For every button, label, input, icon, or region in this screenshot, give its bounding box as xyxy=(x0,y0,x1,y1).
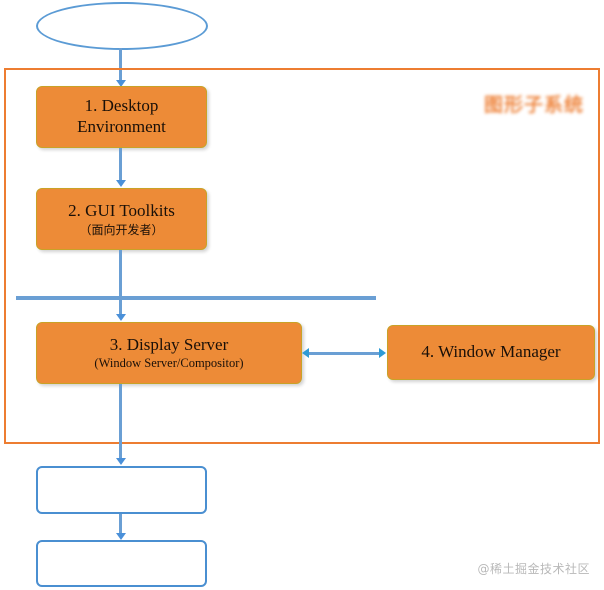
watermark: @稀土掘金技术社区 xyxy=(477,562,590,576)
top-ellipse-node[interactable] xyxy=(36,2,208,50)
layer-separator-line xyxy=(16,296,376,300)
node-display-server[interactable]: 3. Display Server (Window Server/Composi… xyxy=(36,322,302,384)
arrowhead-down-to-hardware xyxy=(116,533,126,540)
arrowhead-down-to-kernel xyxy=(116,458,126,465)
graphics-subsystem-label: 图形子系统 xyxy=(483,94,584,116)
arrowhead-down-to-desktop xyxy=(116,80,126,87)
connector-desktop-to-toolkits xyxy=(119,148,122,182)
node-desktop-environment-line1: 1. Desktop xyxy=(84,96,159,116)
graphics-subsystem-region: 图形子系统 xyxy=(4,68,600,444)
node-gui-toolkits-line1: 2. GUI Toolkits xyxy=(68,200,175,220)
node-window-manager-line1: 4. Window Manager xyxy=(421,342,561,362)
node-kernel[interactable] xyxy=(36,466,207,514)
arrowhead-right-to-window-manager xyxy=(379,348,386,358)
node-window-manager[interactable]: 4. Window Manager xyxy=(387,325,595,380)
node-display-server-line2: (Window Server/Compositor) xyxy=(94,356,244,371)
arrowhead-down-to-display-server xyxy=(116,314,126,321)
connector-toolkits-to-display-server xyxy=(119,250,122,316)
connector-display-server-to-kernel xyxy=(119,384,122,460)
arrowhead-down-to-toolkits xyxy=(116,180,126,187)
connector-kernel-to-hardware xyxy=(119,514,122,536)
arrowhead-left-to-display-server xyxy=(302,348,309,358)
node-gui-toolkits[interactable]: 2. GUI Toolkits （面向开发者） xyxy=(36,188,207,250)
node-gui-toolkits-line2: （面向开发者） xyxy=(79,222,164,237)
connector-ellipse-to-desktop xyxy=(119,48,122,82)
node-hardware[interactable] xyxy=(36,540,207,587)
node-desktop-environment[interactable]: 1. Desktop Environment xyxy=(36,86,207,148)
node-desktop-environment-line2: Environment xyxy=(77,117,166,136)
connector-display-server-to-window-manager xyxy=(309,352,381,355)
node-display-server-line1: 3. Display Server xyxy=(109,334,229,354)
